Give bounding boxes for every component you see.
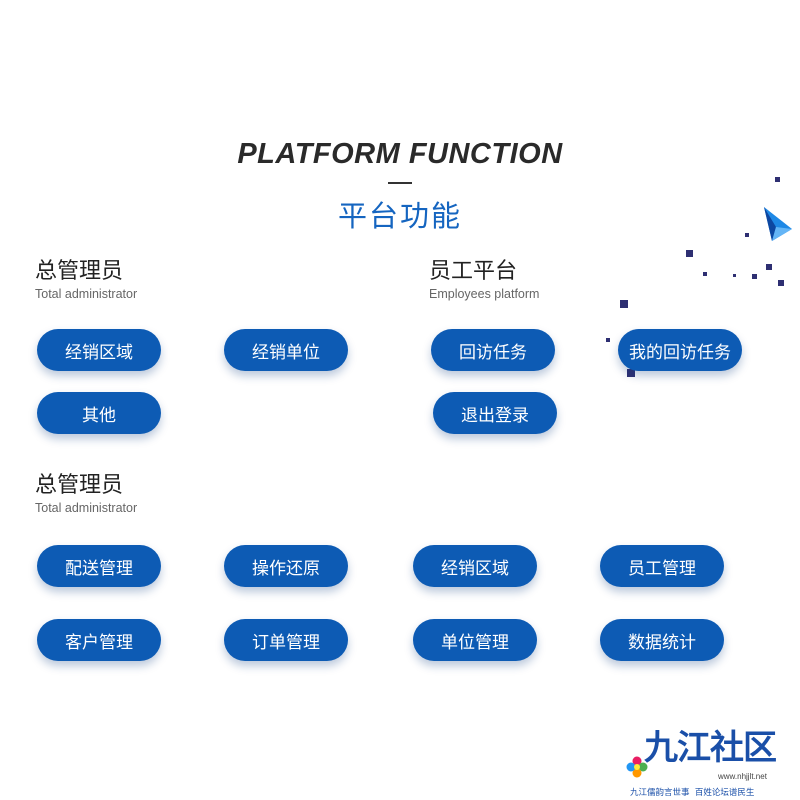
section-admin2-header: 总管理员 Total administrator xyxy=(35,473,137,516)
order-management-button[interactable]: 订单管理 xyxy=(224,619,348,661)
section-employees-title: 员工平台 xyxy=(429,259,518,284)
other-button[interactable]: 其他 xyxy=(37,392,161,434)
logout-button[interactable]: 退出登录 xyxy=(433,392,557,434)
flower-icon xyxy=(626,756,648,778)
section-admin-subtitle: Total administrator xyxy=(35,287,138,301)
blue-triangle-arrow-icon xyxy=(764,207,792,241)
section-admin-title: 总管理员 xyxy=(35,259,124,284)
unit-management-button[interactable]: 单位管理 xyxy=(413,619,537,661)
logo-url: www.nhjjlt.net xyxy=(718,772,767,781)
follow-up-tasks-button[interactable]: 回访任务 xyxy=(431,329,555,371)
delivery-management-button[interactable]: 配送管理 xyxy=(37,545,161,587)
page-title-zh: 平台功能 xyxy=(337,199,462,233)
section-employees-header: 员工平台 Employees platform xyxy=(429,259,539,302)
customer-management-button[interactable]: 客户管理 xyxy=(37,619,161,661)
logo-brand: 九江社区 xyxy=(644,728,777,768)
distribution-area-2-button[interactable]: 经销区域 xyxy=(413,545,537,587)
page-title-en: PLATFORM FUNCTION xyxy=(237,138,563,170)
staff-management-button[interactable]: 员工管理 xyxy=(600,545,724,587)
section-admin2-title: 总管理员 xyxy=(35,473,124,498)
my-follow-up-tasks-button[interactable]: 我的回访任务 xyxy=(618,329,742,371)
logo-slogan: 九江儒韵言世事 百姓论坛谱民生 xyxy=(630,788,755,798)
operation-restore-button[interactable]: 操作还原 xyxy=(224,545,348,587)
title-divider xyxy=(388,182,412,184)
section-admin2-subtitle: Total administrator xyxy=(35,501,138,515)
section-employees-subtitle: Employees platform xyxy=(429,287,540,301)
data-statistics-button[interactable]: 数据统计 xyxy=(600,619,724,661)
community-logo: 九江社区 www.nhjjlt.net 九江儒韵言世事 百姓论坛谱民生 xyxy=(622,728,782,800)
distribution-area-button[interactable]: 经销区域 xyxy=(37,329,161,371)
section-admin-header: 总管理员 Total administrator xyxy=(35,259,137,302)
distribution-unit-button[interactable]: 经销单位 xyxy=(224,329,348,371)
